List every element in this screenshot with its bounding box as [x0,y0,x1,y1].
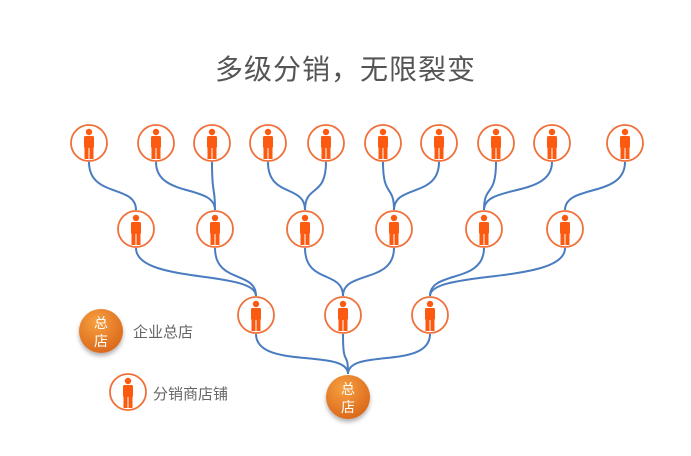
connector-line [483,161,553,211]
connector-line [304,161,327,211]
person-icon [479,214,489,245]
person-icon [151,128,161,159]
connector-line [88,161,137,211]
legend-hq-label: 企业总店 [133,323,194,341]
person-icon [560,214,570,245]
store-node-level1 [606,124,644,162]
store-node-level1 [533,124,571,162]
store-node-level2 [286,210,324,248]
store-node-level2 [375,210,413,248]
legend-store-label: 分销商店铺 [153,385,229,403]
person-icon [123,377,133,408]
connector-line [483,161,497,211]
store-node-level1 [364,124,402,162]
hq-badge-text: 总 [94,316,108,332]
connector-line [393,161,440,211]
person-icon [263,128,273,159]
connector-line [267,161,306,211]
legend-hq-icon: 总店 [79,309,123,353]
connector-line [342,247,395,297]
hq-badge-text: 店 [341,400,355,416]
hq-badge-text: 总 [341,382,355,398]
person-icon [425,300,435,331]
store-node-level1 [137,124,175,162]
store-node-level1 [70,124,108,162]
store-node-level3 [237,296,275,334]
connector-line [211,161,216,211]
store-node-level3 [324,296,362,334]
store-node-level1 [307,124,345,162]
person-icon [210,214,220,245]
connector-line [429,247,566,297]
legend-store-icon [109,373,147,411]
headquarters-node: 总店 [326,375,370,419]
connector-line [214,247,257,297]
connector-line [429,247,485,297]
person-icon [251,300,261,331]
person-icon [84,128,94,159]
connector-line [135,247,257,297]
person-icon [547,128,557,159]
person-icon [300,214,310,245]
store-node-level1 [420,124,458,162]
person-icon [434,128,444,159]
page-title: 多级分销，无限裂变 [214,53,476,86]
store-node-level1 [249,124,287,162]
connector-line [255,333,349,375]
person-icon [207,128,217,159]
person-icon [378,128,388,159]
store-node-level2 [196,210,234,248]
connector-line [304,247,344,297]
person-icon [620,128,630,159]
connector-line [564,161,626,211]
hq-badge-text: 店 [94,334,108,350]
store-node-level2 [546,210,584,248]
person-icon [131,214,141,245]
store-node-level1 [193,124,231,162]
connector-line [382,161,395,211]
connector-line [155,161,216,211]
store-node-level1 [477,124,515,162]
connector-line [342,333,349,375]
person-icon [321,128,331,159]
store-node-level3 [411,296,449,334]
store-node-level2 [117,210,155,248]
person-icon [389,214,399,245]
person-icon [338,300,348,331]
connector-line [347,333,431,375]
store-node-level2 [465,210,503,248]
person-icon [491,128,501,159]
